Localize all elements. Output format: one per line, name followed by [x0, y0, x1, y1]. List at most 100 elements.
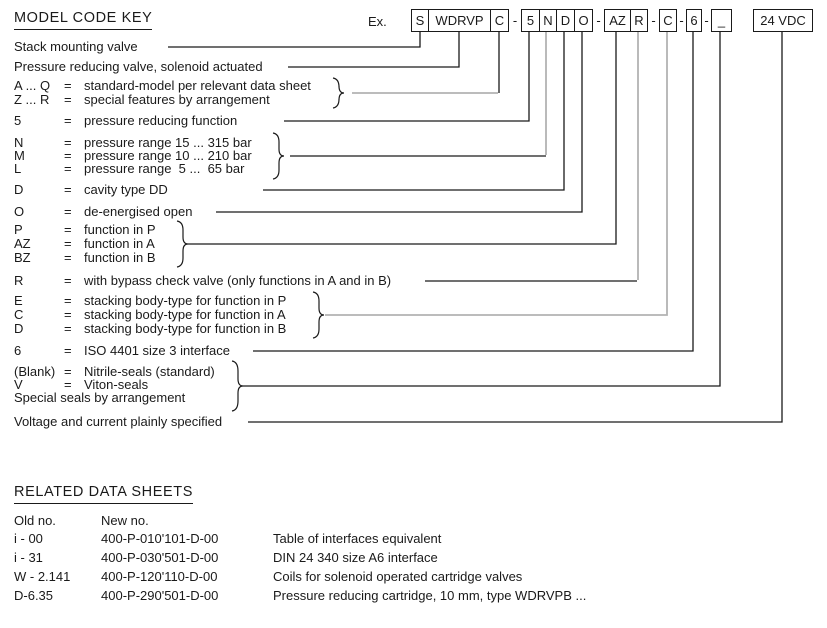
key-line: (Blank) = Nitrile-seals (standard) — [0, 365, 500, 379]
key-line: Voltage and current plainly specified — [0, 415, 500, 429]
equals-sign: = — [64, 78, 72, 93]
key-line: Special seals by arrangement — [0, 391, 500, 405]
code-label: V — [14, 377, 23, 392]
code-group-body: C — [659, 9, 677, 32]
code-box-wdrvp: WDRVP — [428, 10, 490, 31]
description: standard-model per relevant data sheet — [84, 78, 311, 93]
code-box-d: D — [556, 10, 574, 31]
column-header-new-no: New no. — [101, 513, 149, 528]
equals-sign: = — [64, 250, 72, 265]
sheet-desc: DIN 24 340 size A6 interface — [273, 550, 438, 565]
new-no: 400-P-120'110-D-00 — [101, 569, 218, 584]
table-row: i - 31 400-P-030'501-D-00 DIN 24 340 siz… — [0, 550, 827, 565]
key-line: D=stacking body-type for function in B — [0, 322, 500, 336]
code-group-function: 5 N D O — [521, 9, 593, 32]
key-text: Special seals by arrangement — [14, 390, 186, 405]
related-data-sheets-title: RELATED DATA SHEETS — [14, 484, 193, 504]
separator-dash: - — [704, 13, 709, 28]
equals-sign: = — [64, 135, 72, 150]
table-row: i - 00 400-P-010'101-D-00 Table of inter… — [0, 531, 827, 546]
code-label: C — [14, 307, 24, 322]
description: pressure range 15 ... 315 bar — [84, 135, 252, 150]
code-box-c2: C — [663, 13, 673, 28]
old-no: i - 00 — [14, 531, 43, 546]
code-label: P — [14, 222, 23, 237]
equals-sign: = — [64, 182, 72, 197]
code-box-o: O — [574, 10, 592, 31]
model-code-boxes: S WDRVP C - 5 N D O - AZ R - C - 6 - _ 2… — [411, 9, 813, 32]
key-line: P = function in P — [0, 223, 500, 237]
description: pressure range 5 ... 65 bar — [84, 161, 245, 176]
table-row: D-6.35 400-P-290'501-D-00 Pressure reduc… — [0, 588, 827, 603]
key-line: 5=pressure reducing function — [0, 114, 500, 128]
separator-dash: - — [651, 13, 656, 28]
key-line: A ... Q=standard-model per relevant data… — [0, 79, 500, 93]
sheet-desc: Pressure reducing cartridge, 10 mm, type… — [273, 588, 587, 603]
new-no: 400-P-030'501-D-00 — [101, 550, 219, 565]
code-group-valve: S WDRVP C — [411, 9, 509, 32]
key-text: Pressure reducing valve, solenoid actuat… — [14, 59, 263, 74]
code-label: D — [14, 321, 24, 336]
equals-sign: = — [64, 113, 72, 128]
code-box-5: 5 — [526, 13, 535, 28]
code-box-c: C — [490, 10, 508, 31]
key-line: AZ=function in A — [0, 237, 500, 251]
code-label: (Blank) — [14, 364, 56, 379]
old-no: W - 2.141 — [14, 569, 71, 584]
voltage-box: 24 VDC — [753, 9, 813, 32]
description: ISO 4401 size 3 interface — [84, 343, 230, 358]
code-label: Z ... R — [14, 92, 50, 107]
old-no: D-6.35 — [14, 588, 54, 603]
code-box-az: AZ — [609, 13, 626, 28]
description: de-energised open — [84, 204, 193, 219]
description: cavity type DD — [84, 182, 168, 197]
equals-sign: = — [64, 321, 72, 336]
separator-dash: - — [679, 13, 684, 28]
equals-sign: = — [64, 161, 72, 176]
column-header-old-no: Old no. — [14, 513, 56, 528]
key-line: BZ = function in B — [0, 251, 500, 265]
equals-sign: = — [64, 222, 72, 237]
example-label: Ex. — [368, 14, 387, 29]
code-box-6: 6 — [690, 13, 698, 28]
key-line: O=de-energised open — [0, 205, 500, 219]
code-group-port: AZ R — [604, 9, 648, 32]
key-line: N = pressure range 15 ... 315 bar — [0, 136, 500, 150]
description: with bypass check valve (only functions … — [84, 273, 392, 288]
separator-dash: - — [596, 13, 601, 28]
equals-sign: = — [64, 307, 72, 322]
equals-sign: = — [64, 343, 72, 358]
key-line: C=stacking body-type for function in A — [0, 308, 500, 322]
code-label: N — [14, 135, 24, 150]
code-label: AZ — [14, 236, 31, 251]
code-label: BZ — [14, 250, 31, 265]
key-line: L = pressure range 5 ... 65 bar — [0, 162, 500, 176]
key-line: M=pressure range 10 ... 210 bar — [0, 149, 500, 163]
description: function in B — [84, 250, 156, 265]
equals-sign: = — [64, 92, 72, 107]
description: Nitrile-seals (standard) — [84, 364, 215, 379]
description: function in A — [84, 236, 155, 251]
code-label: E — [14, 293, 23, 308]
box-gap — [732, 9, 753, 32]
page-title: MODEL CODE KEY — [14, 10, 153, 30]
key-line: Stack mounting valve — [0, 40, 500, 54]
code-label: L — [14, 161, 22, 176]
sheet-desc: Table of interfaces equivalent — [273, 531, 442, 546]
equals-sign: = — [64, 377, 72, 392]
code-label: 6 — [14, 343, 22, 358]
new-no: 400-P-290'501-D-00 — [101, 588, 219, 603]
key-line: Pressure reducing valve, solenoid actuat… — [0, 60, 500, 74]
code-box-r: R — [630, 10, 647, 31]
equals-sign: = — [64, 293, 72, 308]
code-group-size: 6 — [686, 9, 702, 32]
sheet-desc: Coils for solenoid operated cartridge va… — [273, 569, 523, 584]
description: function in P — [84, 222, 156, 237]
key-line: 6 = ISO 4401 size 3 interface — [0, 344, 500, 358]
code-box-s: S — [415, 13, 425, 28]
equals-sign: = — [64, 364, 72, 379]
code-label: D — [14, 182, 24, 197]
description: Viton-seals — [84, 377, 149, 392]
table-row: W - 2.141 400-P-120'110-D-00 Coils for s… — [0, 569, 827, 584]
key-line: E=stacking body-type for function in P — [0, 294, 500, 308]
